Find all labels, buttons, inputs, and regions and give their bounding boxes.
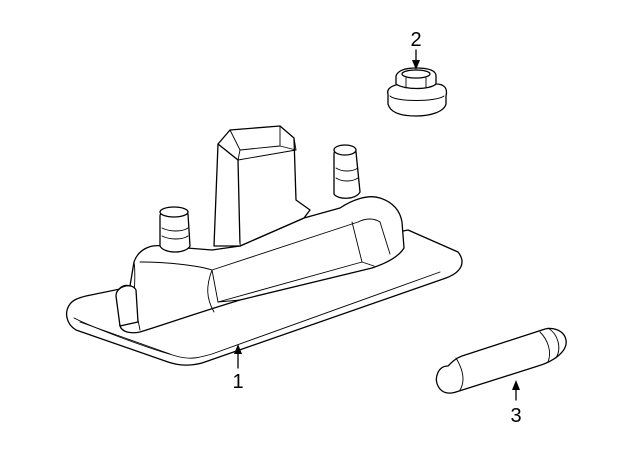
nut [387,67,448,117]
callout-1: 1 [232,344,244,393]
arrowhead-1 [234,344,242,354]
callout-label-3: 3 [510,405,521,427]
callout-label-2: 2 [410,29,421,51]
lamp-housing [65,125,463,366]
arrowhead-2 [412,60,420,70]
callout-3: 3 [510,380,522,427]
callout-label-1: 1 [232,371,243,393]
callout-2: 2 [410,29,422,70]
bulb [435,327,567,394]
arrowhead-3 [512,380,520,390]
